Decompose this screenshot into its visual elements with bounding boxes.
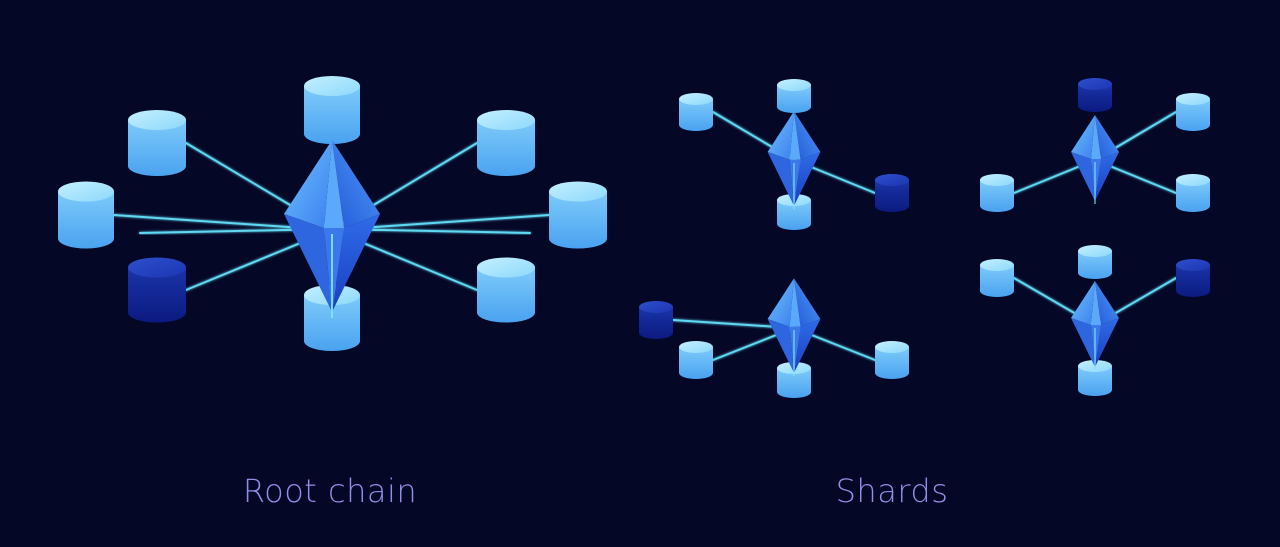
shard-1-hub-diamond xyxy=(767,111,821,210)
shard-1-node-dark xyxy=(875,174,909,212)
shard-4-node-dark xyxy=(1176,259,1210,297)
shard-4-node xyxy=(980,259,1014,297)
shard-1-node xyxy=(679,93,713,131)
root-chain-node-dark xyxy=(128,257,186,323)
root-chain-node xyxy=(304,285,360,351)
root-chain-node xyxy=(477,110,535,176)
shards-label: Shards xyxy=(835,472,949,510)
root-chain-label: Root chain xyxy=(242,472,418,510)
shard-2-node xyxy=(1176,174,1210,212)
root-chain-hub-diamond xyxy=(284,140,380,318)
root-chain-node xyxy=(477,257,535,323)
root-chain-node xyxy=(128,110,186,176)
root-chain-node xyxy=(304,76,360,144)
shard-3-hub-diamond xyxy=(767,278,821,377)
shard-4-node xyxy=(1078,245,1112,279)
shard-2-node xyxy=(1176,93,1210,131)
root-chain-node xyxy=(58,181,114,249)
shard-1-node xyxy=(777,79,811,113)
shard-3-node xyxy=(679,341,713,379)
root-chain-node xyxy=(549,181,607,249)
shard-3-node-dark xyxy=(639,301,673,339)
shard-2-node-dark xyxy=(1078,78,1112,112)
shard-2-node xyxy=(980,174,1014,212)
shard-4-hub-diamond xyxy=(1071,281,1119,370)
shard-3-node xyxy=(875,341,909,379)
shard-2-hub-diamond xyxy=(1071,115,1119,204)
